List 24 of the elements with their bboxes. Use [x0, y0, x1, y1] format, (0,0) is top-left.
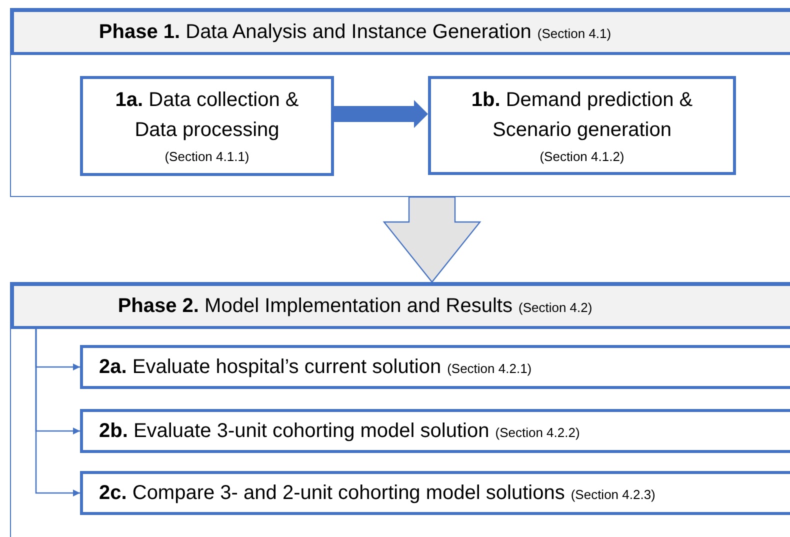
phase-panel	[10, 8, 790, 197]
phase-panel	[10, 282, 790, 537]
section-reference: (Section 4.1.1)	[164, 148, 250, 166]
step-text: 1b. Demand prediction & Scenario generation	[470, 88, 694, 143]
section-reference: (Section 4.2.2)	[495, 424, 580, 442]
section-reference: (Section 4.1.2)	[540, 148, 624, 166]
section-reference: (Section 4.2)	[518, 299, 592, 318]
step-box	[80, 76, 334, 176]
block-arrow	[382, 196, 482, 283]
step-box	[80, 345, 790, 389]
section-reference: (Section 4.1)	[537, 25, 612, 44]
step-text: 2c. Compare 3- and 2-unit cohorting model solutions	[99, 481, 565, 506]
block-arrow	[334, 100, 428, 128]
arrow	[35, 328, 80, 496]
step-text: 2a. Evaluate hospital’s current solution	[99, 355, 442, 380]
step-box	[80, 409, 790, 453]
step-text: 1a. Data collection & Data processing	[114, 88, 300, 144]
phase-title: Phase 2. Model Implementation and Results	[118, 294, 512, 319]
section-reference: (Section 4.2.3)	[570, 486, 656, 504]
step-box	[428, 76, 736, 175]
step-box	[80, 471, 790, 515]
phase-title: Phase 1. Data Analysis and Instance Generation	[98, 20, 532, 45]
section-reference: (Section 4.2.1)	[447, 360, 532, 378]
step-text: 2b. Evaluate 3-unit cohorting model solution	[99, 419, 490, 444]
